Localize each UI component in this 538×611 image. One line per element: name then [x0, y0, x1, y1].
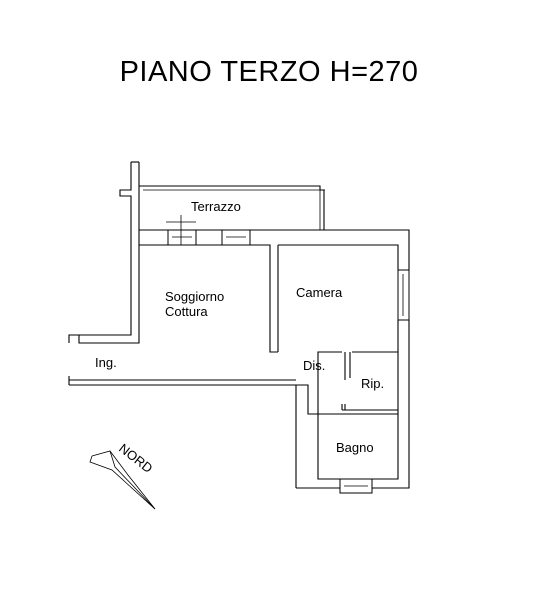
- room-label-disimpegno: Dis.: [303, 358, 325, 373]
- window-soggiorno-1: [167, 229, 197, 246]
- outer-walls: [68, 161, 410, 489]
- north-label: NORD: [116, 441, 155, 476]
- room-label-soggiorno: Soggiorno: [165, 289, 224, 304]
- window-soggiorno-2: [221, 229, 251, 246]
- plan-title: PIANO TERZO H=270: [119, 56, 419, 88]
- pillar-mark: [166, 215, 196, 245]
- room-label-camera: Camera: [296, 285, 343, 300]
- room-label-ripostiglio: Rip.: [361, 376, 384, 391]
- room-label-ingresso: Ing.: [95, 355, 117, 370]
- room-label-terrazzo: Terrazzo: [191, 199, 241, 214]
- window-camera: [397, 269, 410, 321]
- room-label-bagno: Bagno: [336, 440, 374, 455]
- room-label-cottura: Cottura: [165, 304, 208, 319]
- north-arrow: NORD: [89, 441, 156, 510]
- windows: [167, 229, 410, 494]
